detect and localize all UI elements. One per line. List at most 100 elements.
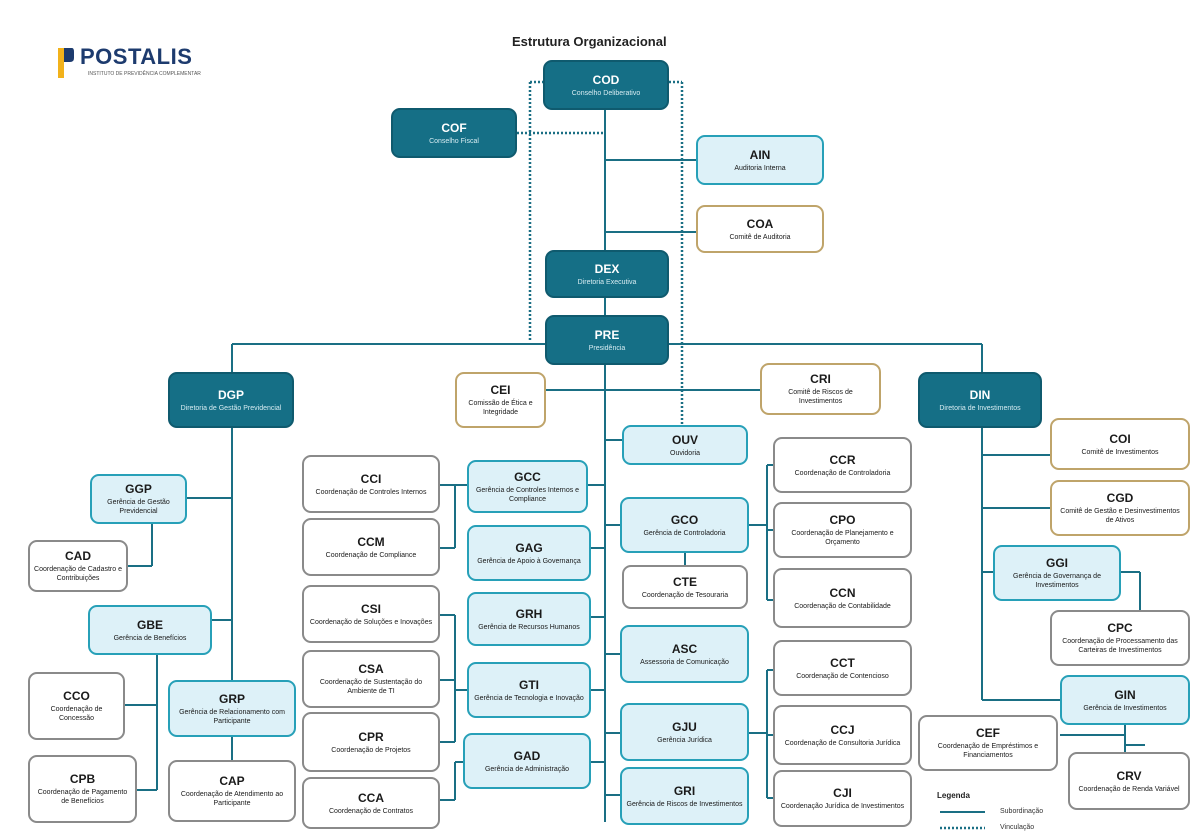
node-name: Presidência [588,344,626,352]
node-code: GAG [515,540,543,555]
node-name: Coordenação de Atendimento ao Participan… [180,791,284,807]
node-name: Coordenação de Soluções e Inovações [309,618,433,626]
node-name: Coordenação de Compliance [325,551,417,559]
node-name: Gerência de Governança de Investimentos [1013,573,1101,589]
node-ggi: GGI Gerência de Governança de Investiment… [993,545,1121,601]
node-name: Coordenação de Planejamento e Orçamento [791,530,894,546]
node-name: Gerência de Recursos Humanos [478,623,580,631]
node-name: Coordenação de Consultoria Jurídica [784,739,901,747]
node-code: GRP [218,691,245,706]
node-name: Coordenação de Cadastro e Contribuições [34,566,122,582]
logo-tagline: INSTITUTO DE PREVIDÊNCIA COMPLEMENTAR [88,71,201,77]
node-code: CPR [358,729,384,744]
node-name: Diretoria Executiva [577,278,637,286]
node-name: Gerência de Riscos de Investimentos [626,800,743,808]
node-code: COF [441,120,467,135]
node-code: CEI [490,383,511,397]
node-name: Coordenação de Empréstimos e Financiamen… [937,743,1039,759]
node-name: Diretoria de Gestão Previdencial [180,404,282,412]
node-code: CGD [1106,491,1134,505]
node-code: CJI [833,786,852,800]
node-name: Coordenação de Contratos [328,807,414,815]
node-code: ASC [671,641,698,656]
node-cof: COF Conselho Fiscal [391,108,517,158]
node-code: CCJ [830,722,855,737]
node-code: CCR [829,452,856,467]
node-code: GGP [125,482,152,496]
node-ccj: CCJ Coordenação de Consultoria Jurídica [773,705,912,765]
node-code: PRE [594,327,620,342]
postalis-logo: POSTALIS INSTITUTO DE PREVIDÊNCIA COMPLE… [58,44,228,84]
node-name: Coordenação de Sustentação do Ambiente d… [319,679,423,695]
node-code: GTI [519,677,539,692]
node-code: GGI [1045,556,1068,570]
node-name: Coordenação de Concessão [50,706,103,722]
node-name: Gerência de Gestão Previdencial [107,499,170,515]
node-name: Coordenação de Processamento das Carteir… [1062,638,1178,654]
node-name: Comitê de Gestão e Desinvestimentos de A… [1060,508,1180,524]
node-code: AIN [749,147,771,162]
node-name: Coordenação de Controladoria [794,469,891,477]
node-name: Auditoria Interna [734,164,786,172]
node-code: CCT [830,655,855,670]
node-ain: AIN Auditoria Interna [696,135,824,185]
node-code: CRV [1116,768,1142,783]
node-code: COI [1109,431,1131,446]
node-name: Gerência de Benefícios [113,634,187,642]
node-code: CCO [63,689,90,703]
node-ggp: GGP Gerência de Gestão Previdencial [90,474,187,524]
node-name: Gerência de Administração [484,765,570,773]
node-name: Coordenação de Controles Internos [315,488,427,496]
node-code: CRI [810,372,831,386]
node-code: CAD [65,549,91,563]
node-cco: CCO Coordenação de Concessão [28,672,125,740]
node-name: Ouvidoria [670,449,700,457]
logo-name: POSTALIS [80,44,193,69]
node-name: Assessoria de Comunicação [640,658,729,666]
node-code: CTE [673,574,697,589]
node-code: DEX [594,261,620,276]
node-name: Gerência de Controles Internos e Complia… [475,486,580,503]
node-name: Gerência de Investimentos [1083,704,1167,712]
node-name: Comitê de Riscos de Investimentos [788,389,853,405]
node-cri: CRI Comitê de Riscos de Investimentos [760,363,881,415]
node-pre: PRE Presidência [545,315,669,365]
node-code: GIN [1114,687,1136,702]
legend-binding: Vinculação [1000,824,1035,831]
node-name: Diretoria de Investimentos [939,404,1021,412]
page-title: Estrutura Organizacional [512,34,667,49]
legend-subordination: Subordinação [1000,808,1044,815]
postalis-logo-icon [58,48,74,78]
node-code: COD [592,72,620,87]
node-name: Conselho Fiscal [429,137,479,145]
node-ccr: CCR Coordenação de Controladoria [773,437,912,493]
node-code: GAD [513,748,541,763]
node-cad: CAD Coordenação de Cadastro e Contribuiçõ… [28,540,128,592]
